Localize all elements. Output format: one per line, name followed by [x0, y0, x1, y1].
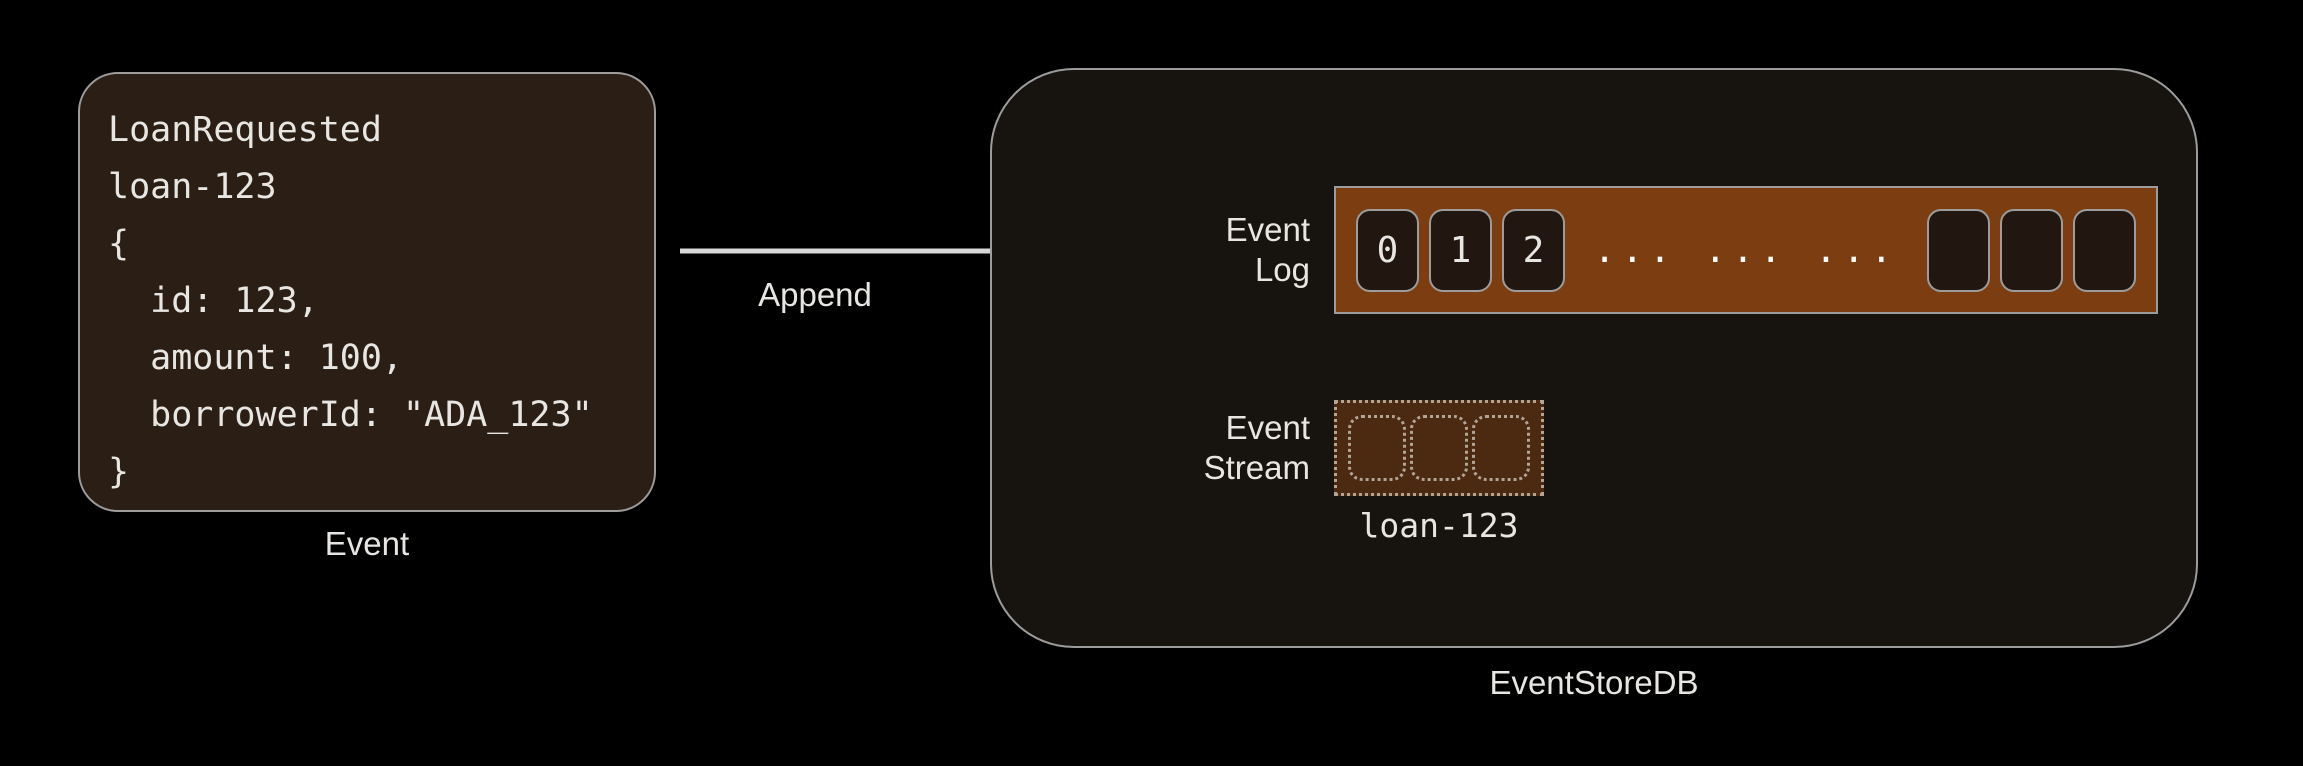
- event-stream-row: Event Stream: [1150, 400, 1544, 496]
- event-stream-label: Event Stream: [1150, 408, 1310, 488]
- event-log-cell-empty: [1927, 208, 1990, 292]
- eventstoredb-caption: EventStoreDB: [1489, 664, 1699, 701]
- event-payload-code: LoanRequested loan-123 { id: 123, amount…: [108, 110, 593, 492]
- event-log-cell-empty: [2073, 208, 2136, 292]
- event-card: LoanRequested loan-123 { id: 123, amount…: [78, 72, 656, 512]
- event-stream-cell: [1472, 415, 1530, 481]
- event-stream-name: loan-123: [1359, 506, 1519, 545]
- eventstoredb-container: [990, 68, 2198, 648]
- event-log-cell: 0: [1356, 208, 1419, 292]
- event-stream-bar: [1334, 400, 1544, 496]
- event-stream-label-line2: Stream: [1203, 449, 1310, 486]
- event-log-row: Event Log 0 1 2 ... ... ...: [1150, 186, 2158, 314]
- event-log-cell: 1: [1429, 208, 1492, 292]
- event-log-label-line2: Log: [1254, 251, 1310, 288]
- event-log-label: Event Log: [1150, 210, 1310, 290]
- event-log-cell-empty: [2000, 208, 2063, 292]
- event-stream-cell: [1410, 415, 1468, 481]
- append-arrow-label: Append: [758, 276, 872, 313]
- event-log-ellipsis: ... ... ...: [1593, 229, 1899, 271]
- event-log-cell: 2: [1502, 208, 1565, 292]
- event-log-label-line1: Event: [1225, 211, 1310, 248]
- event-stream-cell: [1348, 415, 1406, 481]
- event-log-bar: 0 1 2 ... ... ...: [1334, 186, 2158, 314]
- event-stream-label-line1: Event: [1225, 409, 1310, 446]
- event-card-caption: Event: [324, 525, 410, 562]
